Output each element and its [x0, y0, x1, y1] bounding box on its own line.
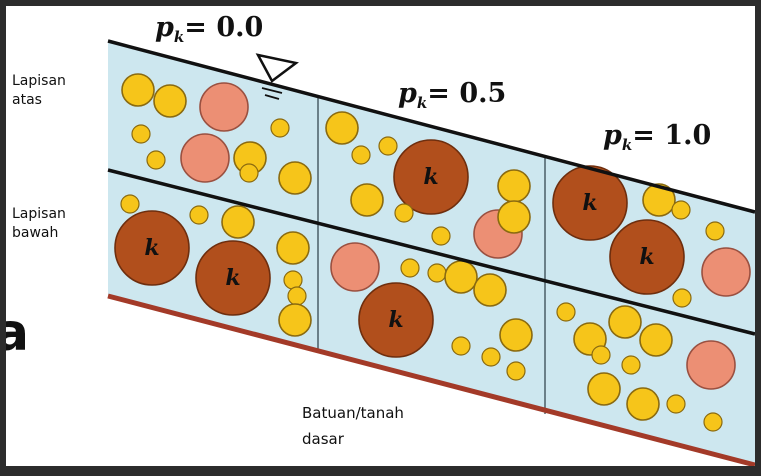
small-grain — [506, 361, 526, 381]
section-label-1: pk= 0.5 — [398, 78, 506, 112]
small-grain — [121, 73, 155, 107]
small-grain — [221, 205, 255, 239]
small-grain — [608, 305, 642, 339]
grain-particles: k k k k k k — [114, 73, 751, 432]
small-grain — [666, 394, 686, 414]
small-grain — [278, 161, 312, 195]
large-grain — [114, 210, 190, 286]
large-grain — [195, 240, 271, 316]
small-grain — [400, 258, 420, 278]
small-grain — [499, 318, 533, 352]
medium-grain — [701, 247, 751, 297]
small-grain — [287, 286, 307, 306]
small-grain — [671, 200, 691, 220]
medium-grain — [330, 242, 380, 292]
small-grain — [591, 345, 611, 365]
large-grain — [358, 282, 434, 358]
section-label-0: pk= 0.0 — [155, 12, 263, 46]
large-grain — [552, 165, 628, 241]
small-grain — [703, 412, 723, 432]
layer-boundary-line — [107, 168, 756, 336]
small-grain — [153, 84, 187, 118]
small-grain — [497, 169, 531, 203]
small-grain — [276, 231, 310, 265]
small-grain — [427, 263, 447, 283]
lower-layer-label: Lapisan bawah — [12, 206, 66, 241]
small-grain — [444, 260, 478, 294]
small-grain — [378, 136, 398, 156]
grain-symbol-label: k — [388, 307, 403, 333]
small-grain — [642, 183, 676, 217]
small-grain — [587, 372, 621, 406]
medium-grain — [199, 82, 249, 132]
section-label-2: pk= 1.0 — [603, 120, 711, 154]
small-grain — [325, 111, 359, 145]
upper-layer-label: Lapisan atas — [12, 73, 66, 108]
small-grain — [705, 221, 725, 241]
grain-symbol-label: k — [144, 235, 159, 261]
grain-symbol-label: k — [225, 265, 240, 291]
small-grain — [639, 323, 673, 357]
small-grain — [473, 273, 507, 307]
grain-symbol-label: k — [582, 190, 597, 216]
small-grain — [270, 118, 290, 138]
small-grain — [283, 270, 303, 290]
grain-symbol-label: k — [423, 164, 438, 190]
small-grain — [556, 302, 576, 322]
small-grain — [672, 288, 692, 308]
large-grain — [393, 139, 469, 215]
small-grain — [431, 226, 451, 246]
small-grain — [394, 203, 414, 223]
medium-grain — [686, 340, 736, 390]
small-grain — [350, 183, 384, 217]
small-grain — [351, 145, 371, 165]
small-grain — [278, 303, 312, 337]
water-level-icon — [255, 53, 299, 100]
small-grain — [120, 194, 140, 214]
bedrock-label: Batuan/tanah dasar — [302, 404, 404, 448]
bedrock-line — [107, 293, 756, 468]
small-grain — [131, 124, 151, 144]
small-grain — [626, 387, 660, 421]
large-grain — [609, 219, 685, 295]
medium-grain — [180, 133, 230, 183]
small-grain — [497, 200, 531, 234]
small-grain — [481, 347, 501, 367]
water-surface-line — [107, 39, 756, 214]
small-grain — [189, 205, 209, 225]
small-grain — [621, 355, 641, 375]
small-grain — [451, 336, 471, 356]
small-grain — [146, 150, 166, 170]
small-grain — [239, 163, 259, 183]
grain-symbol-label: k — [639, 244, 654, 270]
